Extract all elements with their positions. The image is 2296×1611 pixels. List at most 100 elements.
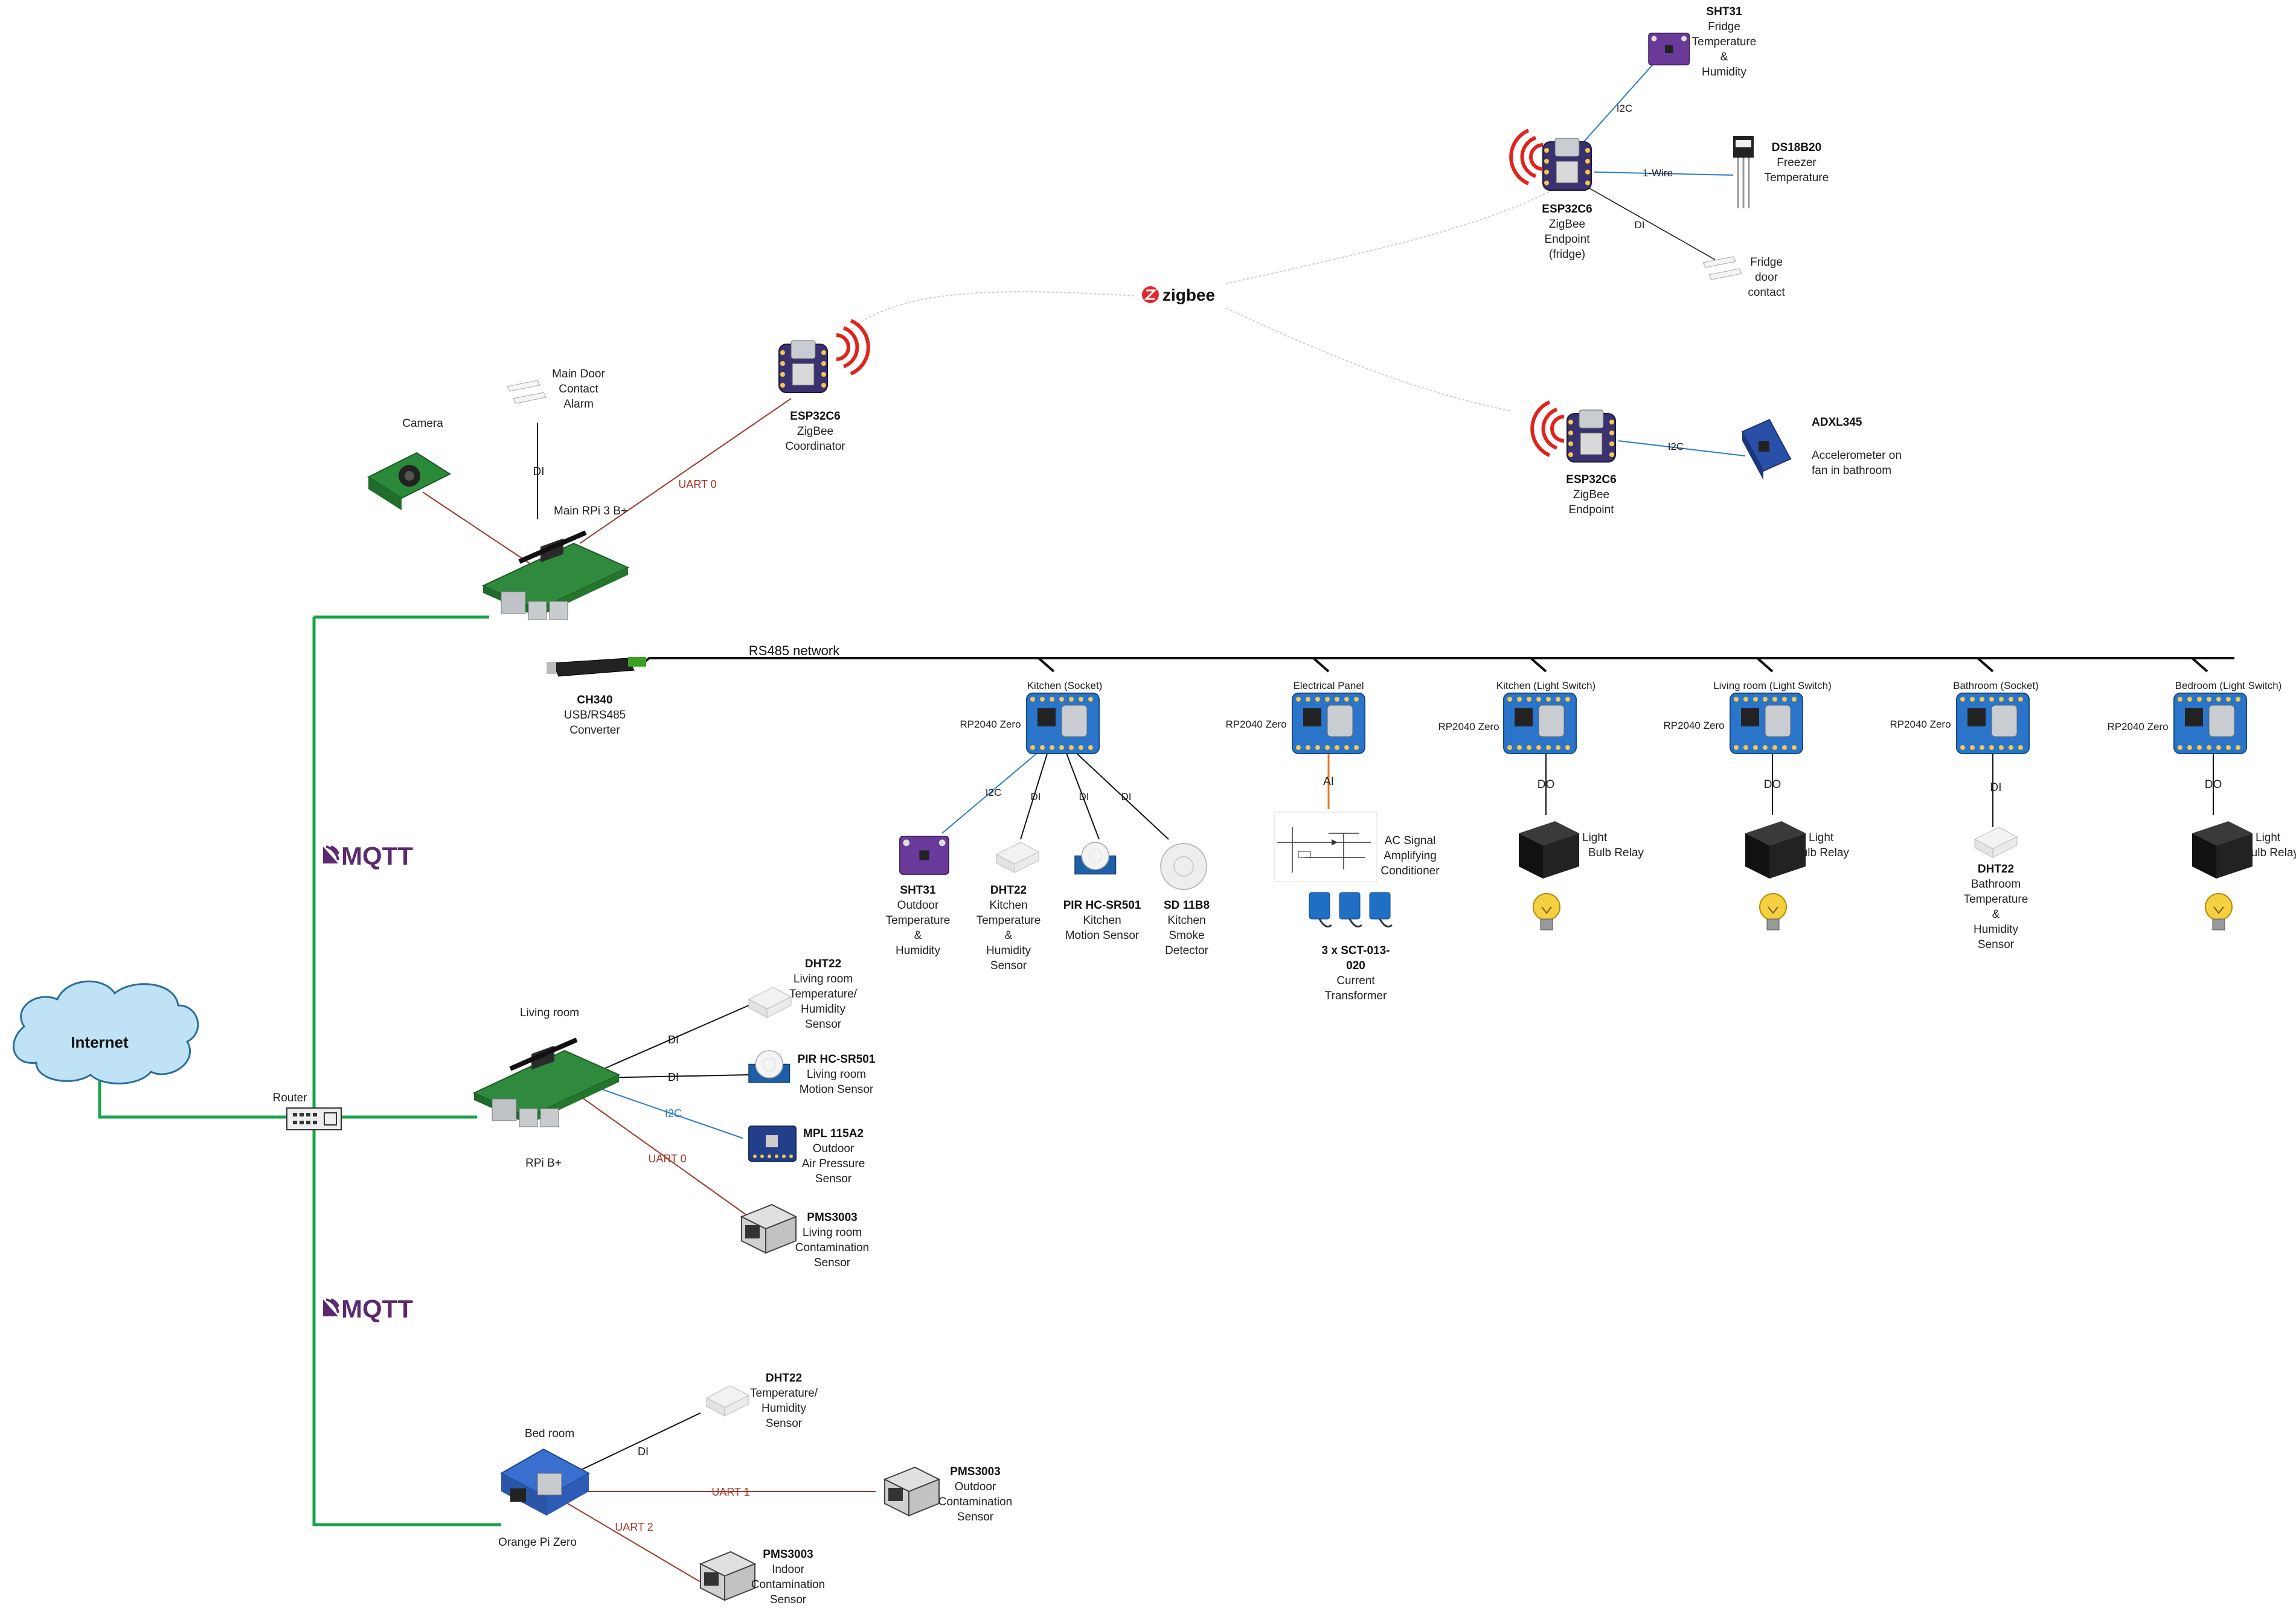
main-door-label-3: Alarm — [563, 398, 594, 411]
living-sensor-3-bus: I2C — [665, 1107, 682, 1119]
bath-endpoint-line-1: ZigBee — [1573, 488, 1609, 501]
node-bathroom-socket: Bathroom (Socket) RP2040 Zero — [1890, 680, 2039, 754]
router: Router — [272, 1092, 342, 1130]
kitchen-sensor-1-line-3: & — [914, 929, 922, 942]
mqtt-label-top: MQTT — [341, 842, 413, 870]
fridge-door-line-3: contact — [1748, 286, 1785, 299]
node-living-light-location: Living room (Light Switch) — [1713, 680, 1832, 691]
living-sensor-2-line-2: Motion Sensor — [800, 1083, 874, 1096]
main-door-label-1: Main Door — [552, 368, 605, 380]
living-sensor-1-line-1: Living room — [794, 973, 853, 985]
mpl115a2-sensor — [748, 1126, 797, 1162]
kitchen-sensor-2-line-5: Sensor — [990, 959, 1027, 972]
adxl-line-1: Accelerometer on — [1812, 449, 1902, 462]
living-sensor-2-line-1: Living room — [807, 1068, 866, 1081]
mqtt-label-bottom: MQTT — [341, 1295, 413, 1323]
bed-sensor-3-title: PMS3003 — [763, 1548, 813, 1561]
bed-sensor-1-title: DHT22 — [766, 1372, 802, 1385]
living-light-do-label: DO — [1764, 778, 1781, 791]
bed-indoor-pms3003-sensor — [700, 1551, 755, 1601]
ac-conditioner-line-2: Amplifying — [1384, 850, 1437, 862]
camera-label: Camera — [402, 417, 443, 430]
onewire-label: 1-Wire — [1643, 167, 1673, 179]
living-dht22-sensor — [748, 987, 792, 1018]
coordinator-line-1: ZigBee — [797, 425, 833, 438]
living-sensor-3-line-2: Air Pressure — [802, 1158, 865, 1170]
fridge-di-label: DI — [1635, 219, 1645, 231]
living-sensor-1-bus: DI — [668, 1034, 679, 1046]
bed-sensor-1-line-2: Humidity — [762, 1402, 806, 1415]
bath-dht-bus: DI — [1990, 781, 2002, 794]
coordinator-line-2: Coordinator — [785, 440, 845, 453]
bath-endpoint-title: ESP32C6 — [1566, 473, 1616, 486]
node-bedroom-light-location: Bedroom (Light Switch) — [2175, 680, 2282, 691]
ac-conditioner-line-3: Conditioner — [1380, 865, 1440, 877]
zigbee-label: zigbee — [1162, 286, 1215, 304]
kitchen-sensor-2-line-2: Temperature — [976, 914, 1041, 927]
node-bathroom-socket-board-label: RP2040 Zero — [1890, 719, 1951, 730]
bed-room-label: Bed room — [525, 1427, 574, 1440]
node-bedroom-light-switch: Bedroom (Light Switch) RP2040 Zero — [2107, 680, 2282, 754]
fridge-sht31-line-2: Temperature — [1692, 36, 1757, 48]
current-transformers — [1309, 892, 1393, 927]
kitchen-sensor-3-title: PIR HC-SR501 — [1063, 899, 1141, 912]
fridge-i2c-label: I2C — [1617, 103, 1632, 114]
bath-dht-line-5: Sensor — [1978, 938, 2015, 951]
bath-endpoint-radio-waves — [1532, 402, 1564, 455]
coordinator-title: ESP32C6 — [790, 410, 840, 423]
kitchen-relay-label-1: Light — [1582, 831, 1608, 844]
node-electrical-panel-board-label: RP2040 Zero — [1225, 719, 1286, 730]
node-living-room-light-switch: Living room (Light Switch) RP2040 Zero — [1663, 680, 1832, 754]
fridge-door-contact — [1702, 256, 1742, 280]
living-sensor-1-line-4: Sensor — [805, 1018, 842, 1031]
node-kitchen-light-switch: Kitchen (Light Switch) RP2040 Zero — [1438, 680, 1595, 754]
bed-sensor-1-line-1: Temperature/ — [750, 1387, 818, 1400]
zigbee-logo: zigbee — [1142, 286, 1215, 304]
sct-title-1: 3 x SCT-013- — [1322, 944, 1390, 957]
rpi-bplus-label: RPi B+ — [525, 1157, 562, 1170]
ac-conditioner-line-1: AC Signal — [1385, 834, 1436, 847]
ai-label: AI — [1323, 775, 1334, 788]
node-electrical-panel: Electrical Panel RP2040 Zero — [1225, 680, 1365, 754]
living-relay-label-2: Bulb Relay — [1794, 847, 1849, 859]
living-pir-sensor — [748, 1050, 790, 1083]
bedroom-light-do-label: DO — [2205, 778, 2222, 791]
fridge-sht31-line-4: Humidity — [1702, 66, 1746, 78]
ch340-converter — [547, 657, 646, 677]
fridge-endpoint-board — [1542, 138, 1592, 191]
kitchen-sensor-4-line-2: Smoke — [1169, 929, 1204, 942]
coordinator-board — [778, 340, 828, 393]
kitchen-sensor-3-line-1: Kitchen — [1083, 914, 1121, 927]
ds18b20-line-2: Temperature — [1765, 171, 1829, 184]
ds18b20-sensor — [1733, 136, 1754, 208]
main-door-label-2: Contact — [559, 383, 598, 396]
bedroom-relay-label-1: Light — [2256, 831, 2281, 844]
kitchen-sensor-3-line-2: Motion Sensor — [1065, 929, 1140, 942]
living-sensor-3-title: MPL 115A2 — [803, 1127, 864, 1140]
kitchen-light-do-label: DO — [1538, 778, 1555, 791]
kitchen-sensor-2-bus: DI — [1031, 791, 1041, 802]
bath-dht-line-2: Temperature — [1964, 893, 2028, 906]
kitchen-dht22-sensor — [996, 842, 1039, 873]
bath-dht-line-1: Bathroom — [1971, 878, 2021, 891]
ch340-title: CH340 — [577, 694, 612, 706]
kitchen-sensor-1-line-2: Temperature — [886, 914, 951, 927]
adxl-i2c-label: I2C — [1668, 441, 1684, 452]
bed-sensor-3-line-2: Contamination — [751, 1578, 826, 1591]
node-kitchen-light-location: Kitchen (Light Switch) — [1496, 680, 1595, 691]
living-sensor-3-line-3: Sensor — [815, 1173, 852, 1185]
sct-line-2: Transformer — [1325, 990, 1387, 1002]
kitchen-light-bulb-icon — [1533, 893, 1560, 930]
kitchen-sensor-4-line-3: Detector — [1165, 944, 1208, 957]
living-sensor-4-line-3: Sensor — [814, 1257, 851, 1269]
kitchen-sensor-4-bus: DI — [1121, 791, 1132, 802]
kitchen-light-relay — [1519, 821, 1579, 879]
adxl-line-2: fan in bathroom — [1812, 464, 1891, 477]
living-rpi-board — [474, 1040, 619, 1127]
connection-lines — [98, 42, 2234, 1583]
ch340-line-2: Converter — [569, 724, 620, 737]
living-sensor-2-title: PIR HC-SR501 — [798, 1053, 876, 1066]
bed-sensor-3-line-1: Indoor — [772, 1563, 805, 1576]
mqtt-logo-bottom: MQTT — [323, 1295, 413, 1323]
living-room-label: Living room — [520, 1007, 579, 1019]
